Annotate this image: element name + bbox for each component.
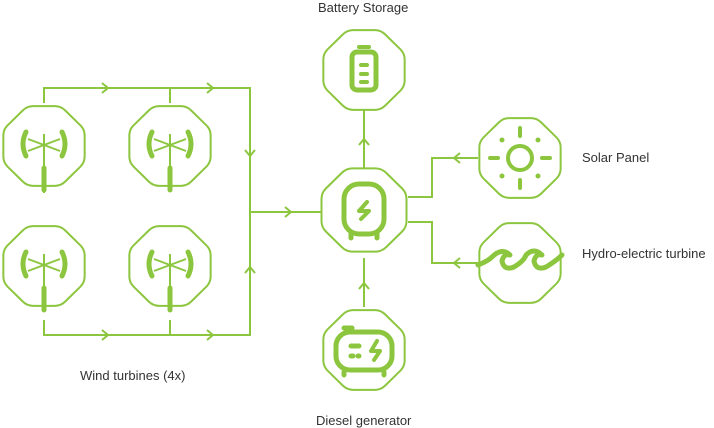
arrow-icon <box>284 206 292 218</box>
inverter-icon <box>341 181 387 241</box>
label-diesel-generator: Diesel generator <box>316 413 412 428</box>
arrow-icon <box>101 82 109 94</box>
node-hub <box>320 167 408 253</box>
wind-turbine-icon <box>146 249 194 313</box>
arrow-icon <box>101 329 109 341</box>
arrow-icon <box>206 82 214 94</box>
label-solar-panel: Solar Panel <box>582 150 650 165</box>
sun-icon <box>488 126 552 190</box>
arrow-icon <box>206 329 214 341</box>
arrow-icon <box>358 282 370 290</box>
connector-line <box>408 221 478 264</box>
wind-turbine-icon <box>146 129 194 193</box>
node-outline <box>322 29 406 111</box>
connector-line <box>408 157 478 198</box>
arrow-icon <box>453 152 461 164</box>
label-hydro-turbine: Hydro-electric turbine <box>582 246 706 261</box>
node-wind-1 <box>2 105 86 193</box>
label-wind-turbines: Wind turbines (4x) <box>80 368 186 383</box>
wind-turbine-icon <box>20 249 68 313</box>
arrow-icon <box>358 138 370 146</box>
node-diesel <box>322 309 406 391</box>
wave-icon <box>475 248 565 271</box>
arrow-icon <box>453 257 461 269</box>
node-battery <box>322 29 406 111</box>
arrow-icon <box>244 266 256 274</box>
arrow-icon <box>244 149 256 157</box>
node-wind-2 <box>128 105 212 193</box>
label-battery-storage: Battery Storage <box>318 0 409 15</box>
node-solar <box>478 117 562 199</box>
connectors <box>43 87 478 336</box>
node-outline <box>478 117 562 199</box>
generator-icon <box>333 325 395 378</box>
node-wind-3 <box>2 225 86 313</box>
node-wind-4 <box>128 225 212 313</box>
battery-icon <box>349 45 379 93</box>
node-hydro <box>475 222 565 304</box>
wind-turbine-icon <box>20 129 68 193</box>
